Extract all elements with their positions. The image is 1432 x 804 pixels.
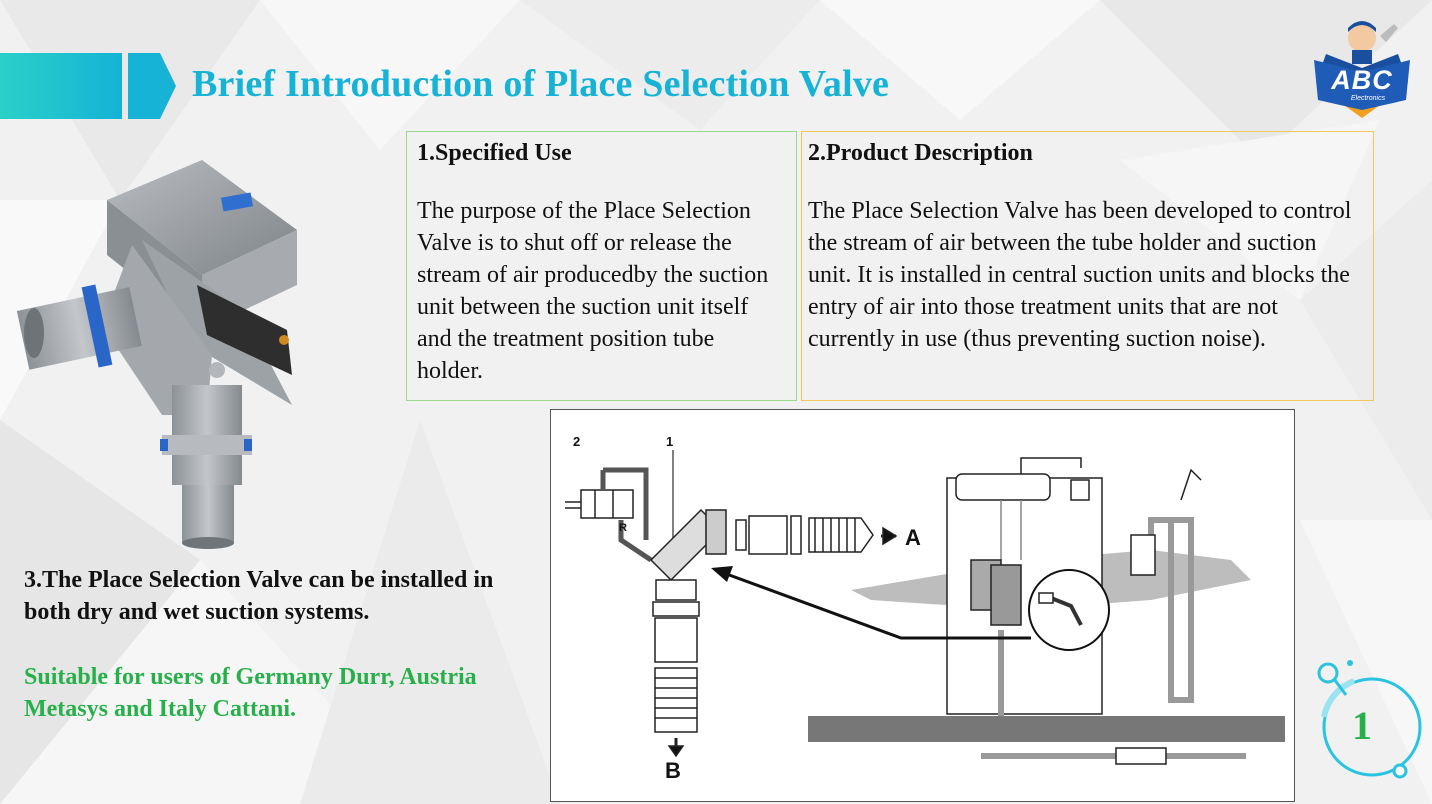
diagram-label-2: 2 bbox=[573, 434, 581, 449]
header-banner-arrow bbox=[128, 53, 176, 119]
logo-subtext: Electronics bbox=[1350, 95, 1386, 102]
product-description-box: 2.Product Description The Place Selectio… bbox=[801, 131, 1374, 401]
product-description-body: The Place Selection Valve has been devel… bbox=[808, 198, 1352, 352]
page-number: 1 bbox=[1352, 703, 1372, 748]
header-banner-bar bbox=[0, 53, 122, 119]
product-description-heading: 2.Product Description bbox=[808, 140, 1033, 166]
specified-use-heading: 1.Specified Use bbox=[417, 140, 572, 166]
page-number-ornament bbox=[1317, 660, 1422, 779]
diagram-label-1: 1 bbox=[666, 434, 674, 449]
installation-diagram: 2 1 R A B bbox=[550, 409, 1295, 802]
abc-electronics-logo: ABC Electronics bbox=[1308, 16, 1416, 122]
specified-use-box: 1.Specified Use The purpose of the Place… bbox=[406, 131, 797, 401]
diagram-label-r: R bbox=[619, 522, 627, 534]
installation-note: 3.The Place Selection Valve can be insta… bbox=[24, 567, 494, 625]
page-title: Brief Introduction of Place Selection Va… bbox=[192, 63, 890, 105]
valve-product-image bbox=[16, 160, 297, 549]
logo-text: ABC bbox=[1331, 65, 1393, 95]
suitable-users-text: Suitable for users of Germany Durr, Aust… bbox=[24, 664, 477, 722]
specified-use-body: The purpose of the Place Selection Valve… bbox=[417, 198, 769, 384]
diagram-label-a: A bbox=[905, 525, 921, 550]
diagram-label-b: B bbox=[665, 758, 681, 783]
